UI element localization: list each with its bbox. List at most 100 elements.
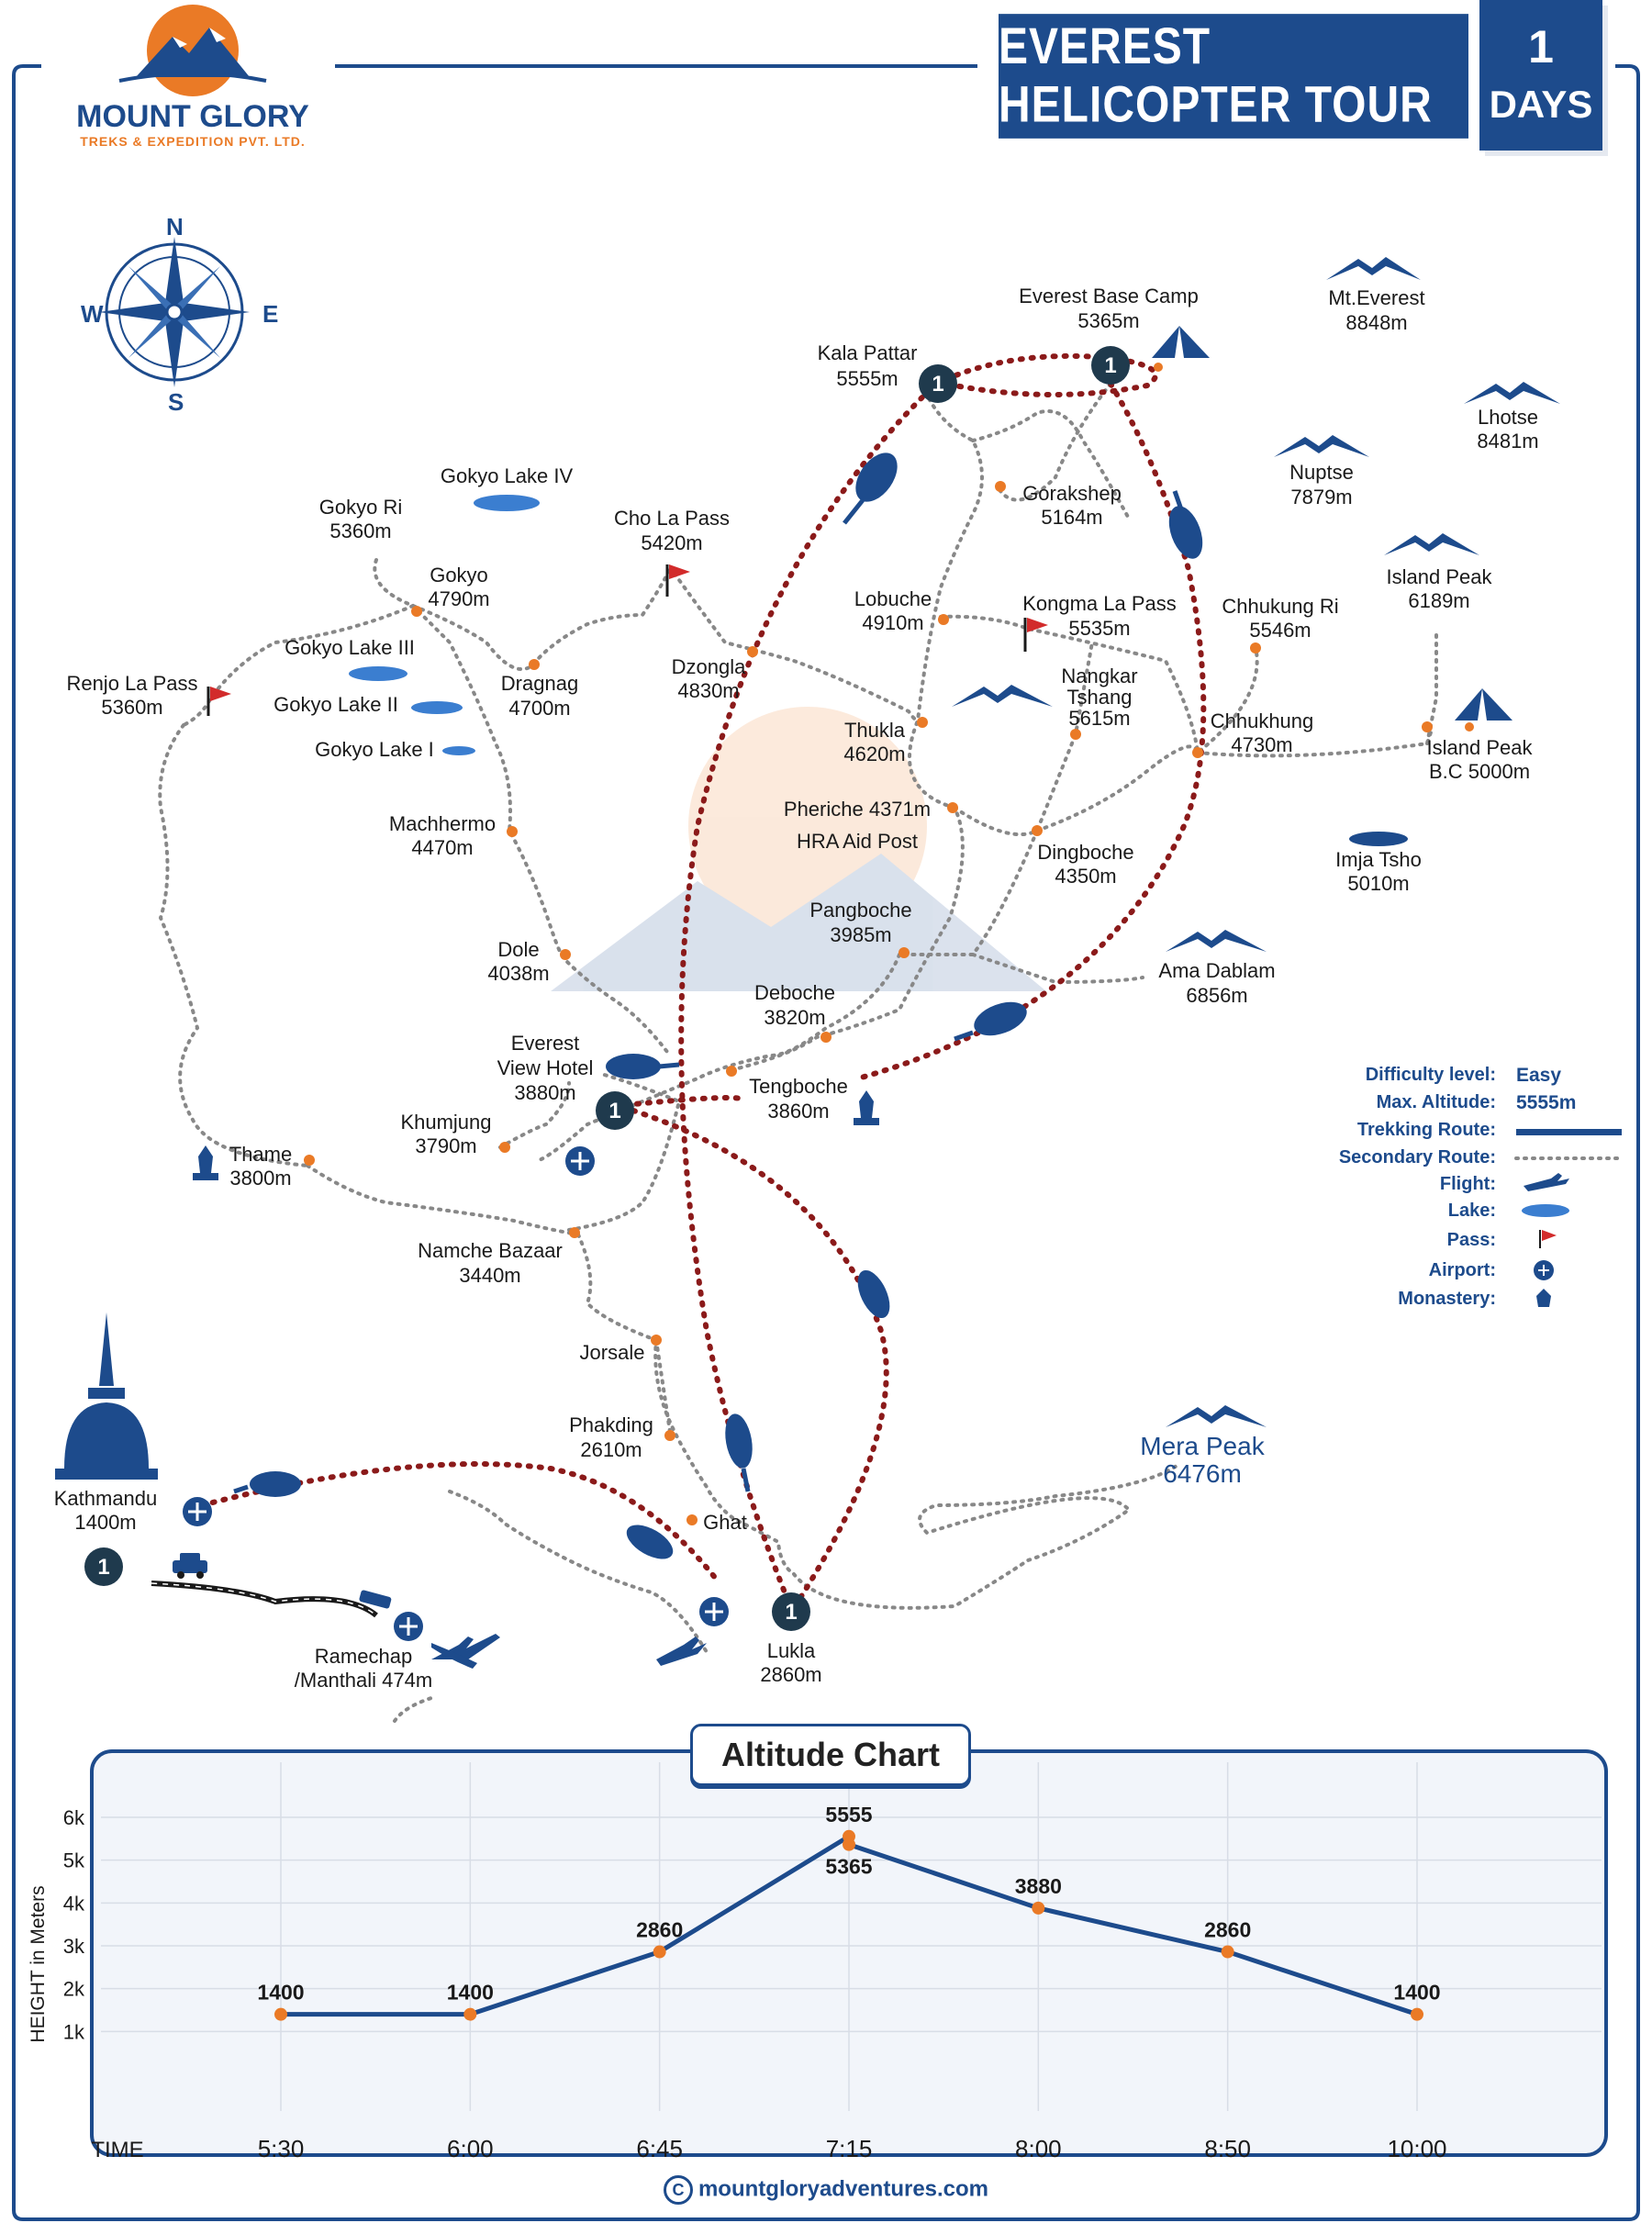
day-marker-number: 1 [608,1099,620,1123]
airport-icon [183,1146,729,1641]
chart-data-label: 1400 [447,1981,494,2005]
legend-difficulty-value: Easy [1516,1065,1562,1086]
place-altitude: 5164m [1041,506,1102,529]
place-altitude: 4350m [1055,865,1116,888]
copyright-icon: C [663,2175,693,2205]
place-altitude: 5360m [101,696,162,719]
place-altitude: 1400m [74,1511,136,1534]
compass-north: N [166,213,184,240]
place-name: Nuptse [1289,461,1354,484]
chart-data-point [653,1945,666,1959]
lake-shape [442,746,475,755]
place-name: Thame [229,1143,292,1166]
place-altitude: 3440m [459,1264,520,1287]
place-name: Khumjung [400,1111,491,1134]
day-marker [84,346,1130,1631]
tent-icon [1152,326,1210,372]
flight-route [199,352,1207,1614]
place-name: Chhukung Ri [1222,595,1338,618]
place-altitude: 4700m [508,697,570,720]
compass-west: W [81,300,104,328]
place-altitude: 4910m [862,611,923,634]
place-name: Gokyo [430,564,488,586]
legend-symbols [1514,1129,1624,1307]
place-name: Tshang [1067,686,1133,709]
place-name: Machhermo [389,812,496,835]
lake-shape [349,666,407,681]
chart-data-point [843,1838,855,1851]
place-altitude: 3860m [767,1100,829,1123]
place-name: Island Peak [1427,736,1534,759]
chart-title: Altitude Chart [690,1724,971,1786]
legend-pass-label: Pass: [1446,1230,1496,1250]
brand-subtitle: TREKS & EXPEDITION PVT. LTD. [80,134,306,149]
legend-difficulty-label: Difficulty level: [1365,1065,1496,1085]
place-name: Dzongla [672,655,746,678]
chart-data-point [1032,1901,1045,1915]
mountain-icon [952,257,1560,1427]
place-altitude: 3880m [514,1081,575,1104]
chart-xtick-label: 10:00 [1387,2135,1446,2162]
place-altitude: 2860m [760,1663,821,1686]
place-altitude: 5010m [1347,872,1409,895]
place-altitude: 6856m [1186,984,1247,1007]
place-name: Ghat [703,1511,747,1534]
place-altitude: 3790m [415,1134,476,1157]
chart-xtick-label: 8:50 [1204,2135,1251,2162]
place-name: Gokyo Lake I [315,738,434,761]
legend-airport-label: Airport: [1428,1260,1496,1280]
place-altitude: B.C 5000m [1429,760,1530,783]
monastery-icon [193,1090,879,1180]
place-altitude: 6189m [1408,589,1469,612]
chart-xtick-label: 6:45 [636,2135,683,2162]
place-name: Renjo La Pass [66,672,197,695]
place-name: Pangboche [809,899,911,922]
place-name: Dragnag [501,672,578,695]
place-altitude: 5535m [1068,617,1130,640]
place-name: Lukla [767,1639,816,1662]
day-marker-number: 1 [1104,353,1116,378]
place-altitude: 4730m [1231,733,1292,756]
legend-trekking-label: Trekking Route: [1356,1120,1496,1140]
place-altitude: 5546m [1249,619,1311,642]
place-name: Kathmandu [54,1487,158,1510]
place-name: Imja Tsho [1335,848,1422,871]
place-name: Gokyo Ri [319,496,402,519]
place-altitude: /Manthali 474m [295,1669,432,1692]
place-name: Deboche [754,981,835,1004]
days-number: 1 [1528,21,1554,73]
place-altitude: 8481m [1477,430,1538,452]
place-name: Everest [511,1032,580,1055]
place-altitude: 3985m [830,923,891,946]
chart-xtick-label: 7:15 [826,2135,873,2162]
lake-shape [411,701,463,714]
plane-icon [431,1634,707,1669]
place-name: Dole [497,938,539,961]
chart-ylabel: HEIGHT in Meters [28,1885,49,2042]
chart-ytick-label: 4k [63,1892,85,1915]
days-label: DAYS [1489,83,1593,126]
compass-east: E [262,300,279,328]
secondary-route [158,382,1438,1723]
brand-name: MOUNT GLORY [76,99,309,134]
place-altitude: 5555m [836,367,898,390]
place-name: Everest Base Camp [1019,285,1199,307]
chart-data-label: 2860 [1204,1918,1251,1942]
chart-xtick-label: 5:30 [258,2135,305,2162]
place-altitude: HRA Aid Post [797,830,918,853]
watermark-logo [551,707,1046,991]
tour-title: EVEREST HELICOPTER TOUR [999,14,1468,139]
place-altitude: 4790m [428,587,489,610]
pass-flag-icon [665,564,690,597]
place-name: Dingboche [1037,841,1133,864]
chart-ytick-label: 2k [63,1978,85,2001]
chart-data-point [1221,1945,1234,1959]
place-name: Ama Dablam [1158,959,1275,982]
chart-data-point [274,2007,287,2021]
place-name: Cho La Pass [614,507,730,530]
waypoint-dot [304,481,1433,1525]
legend-lake-label: Lake: [1447,1201,1496,1221]
